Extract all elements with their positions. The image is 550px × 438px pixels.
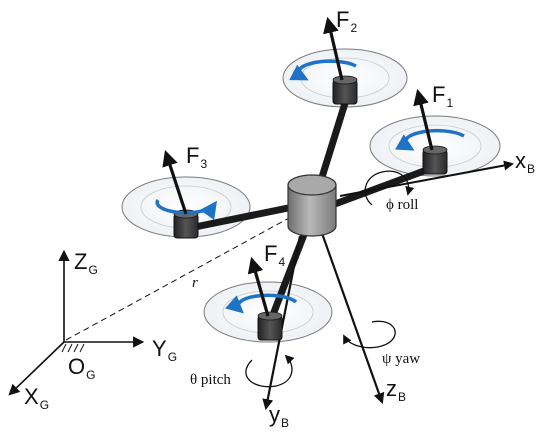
thrust-arrow-f1 [413,88,434,151]
label-roll: ϕ roll [386,197,419,213]
yaw-rotation-arc [343,320,396,349]
label-yaw: ψ yaw [382,351,421,367]
thrust-arrow-f2 [323,16,344,81]
label-z-ground: ZG [74,249,98,277]
spin-arrow-rotor-2 [289,59,357,81]
motor-2 [332,75,358,105]
label-position-vector: r [192,275,198,291]
label-f3: F3 [186,143,208,171]
spin-arrow-rotor-3 [155,199,218,221]
label-f2: F2 [336,7,358,35]
ground-frame [8,249,145,396]
label-y-body: yB [269,402,290,430]
motor-1 [422,145,448,175]
label-origin-ground: OG [68,354,96,382]
ground-hatch [61,343,85,353]
label-f1: F1 [432,82,454,110]
thrust-arrow-f3 [162,149,188,215]
body-x-axis [339,160,514,197]
arm-to-rotor-3 [186,202,302,232]
label-z-body: zB [386,376,407,404]
label-f4: F4 [264,241,286,269]
spin-arrow-rotor-1 [395,128,465,151]
label-x-body: xB [515,148,536,176]
thrust-arrow-f4 [247,256,270,317]
label-y-ground: YG [152,336,178,364]
arm-to-rotor-4 [270,228,309,316]
central-hub [287,174,337,237]
label-pitch: θ pitch [190,372,231,388]
label-x-ground: XG [24,384,50,412]
arm-to-rotor-1 [331,164,436,208]
pitch-rotation-arc [245,354,295,388]
roll-rotation-arc [364,170,415,206]
ground-x-axis [8,341,65,396]
body-y-axis [262,235,302,411]
body-z-axis [316,221,385,405]
spin-arrow-rotor-4 [225,293,298,314]
arm-to-rotor-2 [314,96,350,194]
position-vector-line [65,211,301,341]
motor-4 [257,311,283,341]
